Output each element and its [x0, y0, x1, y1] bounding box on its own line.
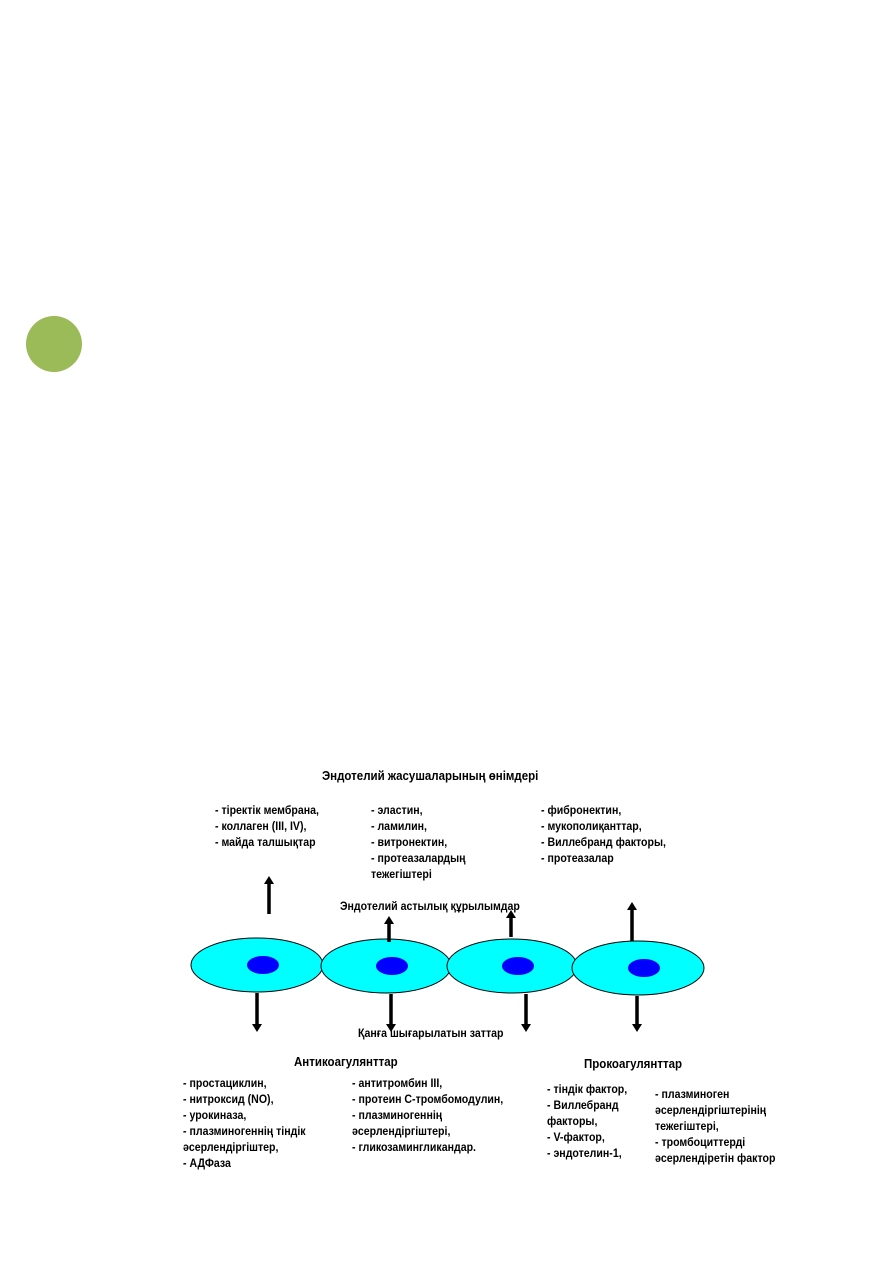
upper-structures-label: Эндотелий астылық құрылымдар — [340, 901, 520, 913]
list-item: - протеазалардың — [371, 853, 466, 865]
nucleus — [376, 957, 408, 975]
top-list-2: - эластин, - ламилин, - витронектин, - п… — [371, 803, 466, 883]
list-item: - Виллебранд факторы, — [541, 837, 666, 849]
endothelial-cell-2 — [320, 938, 452, 994]
list-item: - плазминогеннің — [352, 1110, 443, 1122]
slide-bullet-circle — [26, 316, 82, 372]
anticoag-list-2: - антитромбин III, - протеин С-тромбомод… — [352, 1076, 503, 1156]
procoag-list-2: - плазминоген әсерлендіргіштерінің тежег… — [655, 1087, 775, 1167]
list-item: - протеин С-тромбомодулин, — [352, 1094, 504, 1106]
procoagulants-heading: Прокоагулянттар — [584, 1057, 683, 1071]
list-item: - фибронектин, — [541, 805, 622, 817]
list-item: - эндотелин-1, — [547, 1148, 622, 1160]
list-item: - ламилин, — [371, 821, 427, 833]
list-item: - V-фактор, — [547, 1132, 605, 1144]
list-item: - мукополиқанттар, — [541, 821, 642, 833]
top-list-3: - фибронектин, - мукополиқанттар, - Вилл… — [541, 803, 666, 867]
list-item: - гликозамингликандар. — [352, 1142, 476, 1154]
list-item: - тіндік фактор, — [547, 1084, 628, 1096]
list-item: - плазминоген — [655, 1089, 730, 1101]
list-item: - антитромбин III, — [352, 1078, 443, 1090]
endothelial-cell-1 — [190, 937, 324, 993]
list-item: - майда талшықтар — [215, 837, 316, 849]
list-item: тежегіштері, — [655, 1121, 719, 1133]
top-list-1: - тіректік мембрана, - коллаген (III, IV… — [215, 803, 319, 851]
list-item: - тромбоциттерді — [655, 1137, 746, 1149]
list-item: - урокиназа, — [183, 1110, 247, 1122]
list-item: факторы, — [547, 1116, 598, 1128]
list-item: - протеазалар — [541, 853, 614, 865]
endothelial-cell-3 — [446, 938, 578, 994]
nucleus — [502, 957, 534, 975]
list-item: - АДФаза — [183, 1158, 231, 1170]
blood-released-label: Қанға шығарылатын заттар — [358, 1028, 504, 1040]
list-item: - эластин, — [371, 805, 423, 817]
nucleus — [247, 956, 279, 974]
procoag-list-1: - тіндік фактор, - Виллебранд факторы, -… — [547, 1082, 627, 1162]
list-item: әсерлендіргіштері, — [352, 1126, 451, 1138]
list-item: - тіректік мембрана, — [215, 805, 319, 817]
list-item: - простациклин, — [183, 1078, 267, 1090]
list-item: - плазминогеннің тіндік — [183, 1126, 306, 1138]
anticoag-list-1: - простациклин, - нитроксид (NO), - урок… — [183, 1076, 306, 1172]
nucleus — [628, 959, 660, 977]
endothelial-cell-4 — [571, 940, 705, 996]
list-item: әсерлендіретін фактор — [655, 1153, 776, 1165]
diagram-title: Эндотелий жасушаларының өнімдері — [322, 769, 539, 783]
list-item: тежегіштері — [371, 869, 432, 881]
anticoagulants-heading: Антикоагулянттар — [294, 1055, 398, 1069]
list-item: - витронектин, — [371, 837, 448, 849]
list-item: әсерлендіргіштер, — [183, 1142, 279, 1154]
list-item: - Виллебранд — [547, 1100, 619, 1112]
list-item: - нитроксид (NO), — [183, 1094, 274, 1106]
list-item: әсерлендіргіштерінің — [655, 1105, 767, 1117]
list-item: - коллаген (III, IV), — [215, 821, 307, 833]
